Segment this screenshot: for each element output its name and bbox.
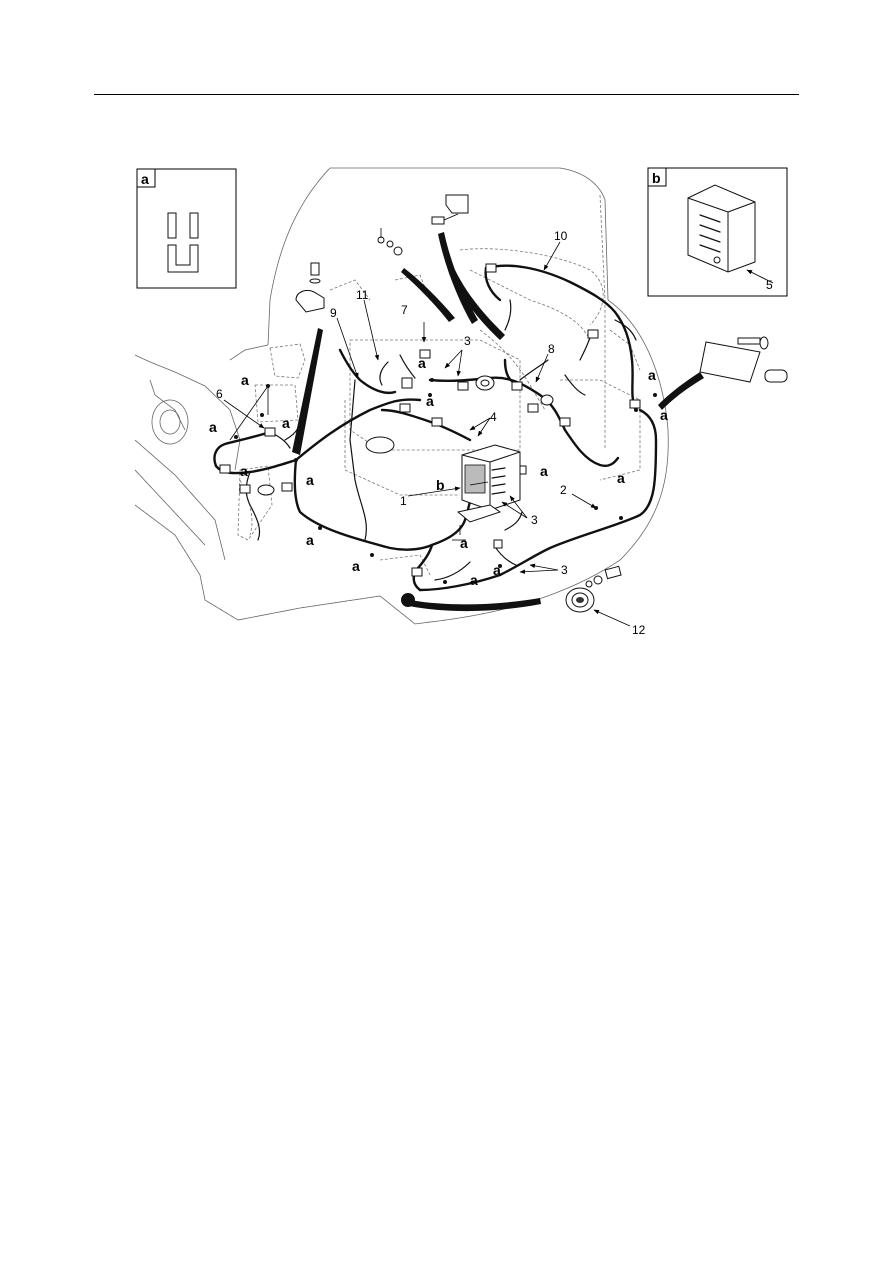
callout-3-top: 3	[464, 334, 471, 348]
callout-6: 6	[216, 387, 223, 401]
callout-4: 4	[490, 410, 497, 424]
callout-12: 12	[632, 623, 646, 637]
labels: a b 1 2 3 3 3 4 5 6 7 8 9 10 11 12 b a a…	[141, 170, 773, 637]
control-unit	[456, 444, 521, 523]
callout-10: 10	[554, 229, 568, 243]
clip-a-9: a	[493, 562, 501, 578]
clip-a-11: a	[540, 463, 548, 479]
clip-a-14: a	[660, 407, 668, 423]
callout-3-mid: 3	[531, 513, 538, 527]
clip-a-7: a	[352, 558, 360, 574]
bracket-top	[380, 194, 469, 238]
branch-wires	[245, 299, 637, 581]
thick-bands	[292, 232, 704, 612]
inset-a	[136, 168, 237, 289]
clip-a-10: a	[460, 535, 468, 551]
callout-9: 9	[330, 306, 337, 320]
clip-a-8: a	[470, 572, 478, 588]
main-harness	[213, 264, 658, 592]
grommet-12	[565, 565, 622, 613]
clip-a-16: a	[426, 393, 434, 409]
callout-5: 5	[766, 278, 773, 292]
clip-a-3: a	[282, 415, 290, 431]
callout-11: 11	[356, 288, 369, 302]
clip-a-13: a	[648, 367, 656, 383]
clip-a-12: a	[617, 470, 625, 486]
callout-1: 1	[400, 494, 407, 508]
callout-2: 2	[560, 483, 567, 497]
clip-a-15: a	[418, 355, 426, 371]
clip-a-4: a	[240, 463, 248, 479]
callout-8: 8	[548, 342, 555, 356]
callout-3-low: 3	[561, 563, 568, 577]
clamp-part	[295, 262, 325, 313]
clip-a-1: a	[241, 372, 249, 388]
machine-frame-left	[134, 354, 241, 621]
bracket-right	[699, 336, 788, 383]
clip-a-5: a	[306, 472, 314, 488]
hidden-components	[237, 194, 641, 576]
leader-lines	[223, 241, 774, 627]
connectors	[219, 236, 641, 577]
inset-b-tag: b	[652, 170, 661, 186]
inset-b	[647, 167, 788, 297]
header-rule	[94, 94, 799, 95]
inset-a-tag: a	[141, 171, 149, 187]
clip-a-6: a	[306, 532, 314, 548]
marker-b: b	[436, 477, 445, 493]
callout-7: 7	[401, 303, 408, 317]
clip-a-2: a	[209, 419, 217, 435]
